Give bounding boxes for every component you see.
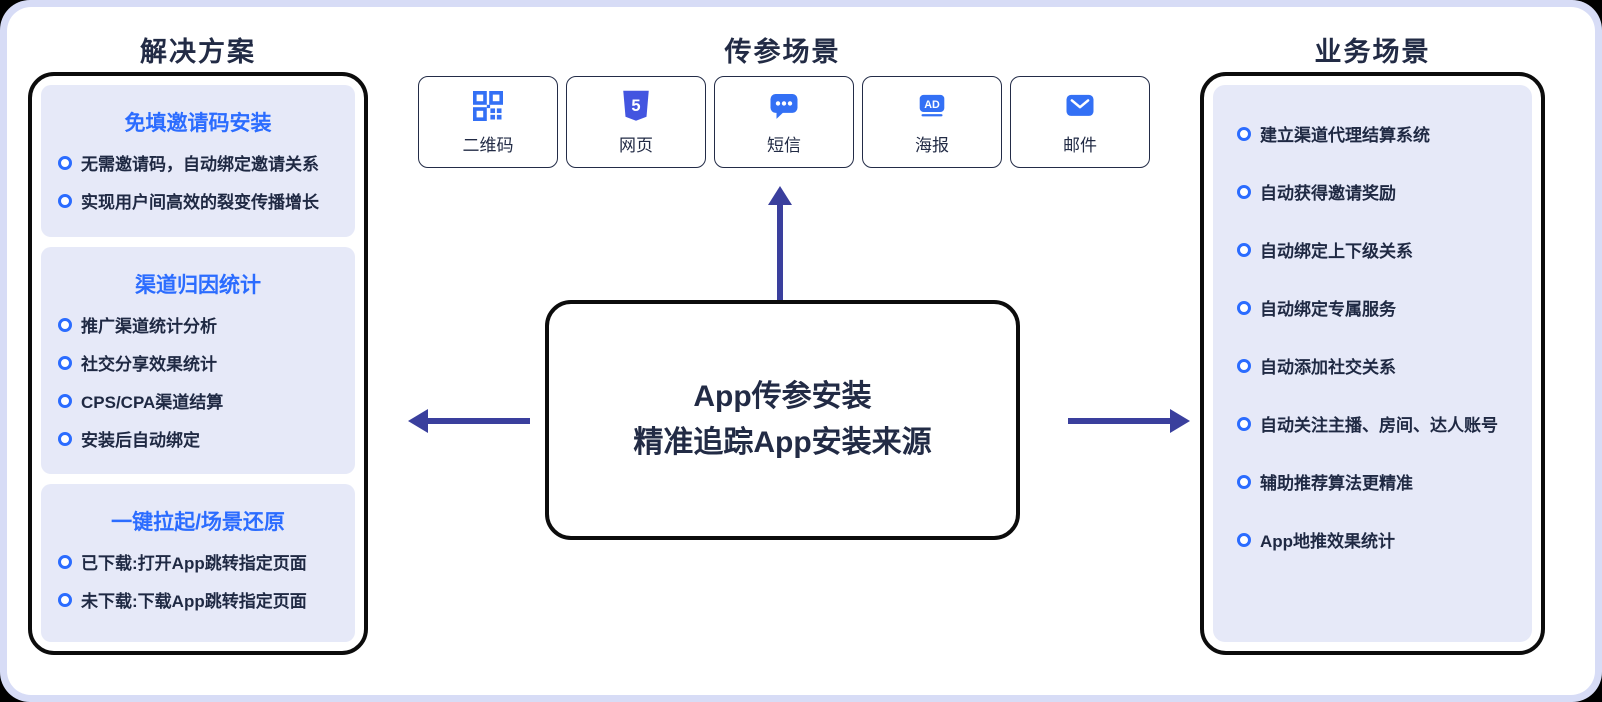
solutions-panel: 免填邀请码安装 无需邀请码，自动绑定邀请关系 实现用户间高效的裂变传播增长 渠道… xyxy=(28,72,368,655)
right-arrow-head xyxy=(1170,409,1190,433)
list-item-text: 无需邀请码，自动绑定邀请关系 xyxy=(81,155,319,174)
list-item-text: 辅助推荐算法更精准 xyxy=(1260,474,1413,493)
html5-glyph: 5 xyxy=(631,97,640,115)
list-item: 未下载:下载App跳转指定页面 xyxy=(54,587,342,612)
html5-icon: 5 xyxy=(623,90,649,121)
bullet-icon xyxy=(58,431,72,446)
qr-code-icon xyxy=(473,91,504,122)
list-item-text: 自动添加社交关系 xyxy=(1260,358,1396,377)
list-item-text: App地推效果统计 xyxy=(1260,532,1396,551)
channel-webpage: 5 网页 xyxy=(566,76,706,168)
business-panel: 建立渠道代理结算系统 自动获得邀请奖励 自动绑定上下级关系 自动绑定专属服务 自… xyxy=(1200,72,1545,655)
list-item-text: 自动绑定专属服务 xyxy=(1260,300,1396,319)
list-item: 自动获得邀请奖励 xyxy=(1233,179,1514,204)
bullet-icon xyxy=(1237,474,1251,489)
bullet-icon xyxy=(58,393,72,408)
channel-label: 海报 xyxy=(915,136,949,155)
list-item: CPS/CPA渠道结算 xyxy=(54,388,342,413)
bullet-icon xyxy=(1237,416,1251,431)
up-arrow xyxy=(768,186,792,300)
list-item: 自动添加社交关系 xyxy=(1233,353,1514,378)
list-item: 无需邀请码，自动绑定邀请关系 xyxy=(54,150,342,175)
channel-qrcode: 二维码 xyxy=(418,76,558,168)
solutions-title: 解决方案 xyxy=(140,37,256,67)
group-title: 渠道归因统计 xyxy=(135,274,261,297)
up-arrow-stem xyxy=(777,205,783,300)
list-item-text: 实现用户间高效的裂变传播增长 xyxy=(81,193,319,212)
bullet-icon xyxy=(1237,184,1251,199)
list-item-text: 自动关注主播、房间、达人账号 xyxy=(1260,416,1498,435)
solution-group-invite-free: 免填邀请码安装 无需邀请码，自动绑定邀请关系 实现用户间高效的裂变传播增长 xyxy=(41,85,355,237)
channel-row: 二维码 5 网页 短信 AD 海报 xyxy=(418,76,1150,168)
list-item-text: 推广渠道统计分析 xyxy=(81,317,217,336)
list-item: 辅助推荐算法更精准 xyxy=(1233,469,1514,494)
right-arrow-stem xyxy=(1068,418,1170,424)
channel-mail: 邮件 xyxy=(1010,76,1150,168)
list-item: 自动绑定专属服务 xyxy=(1233,295,1514,320)
list-item-text: 建立渠道代理结算系统 xyxy=(1260,126,1430,145)
ad-poster-icon: AD xyxy=(919,94,945,117)
bullet-icon xyxy=(58,317,72,332)
bullet-icon xyxy=(58,554,72,569)
business-title: 业务场景 xyxy=(1314,37,1431,67)
business-list: 建立渠道代理结算系统 自动获得邀请奖励 自动绑定上下级关系 自动绑定专属服务 自… xyxy=(1213,85,1532,642)
core-title-line1: App传参安装 xyxy=(693,379,872,413)
ad-badge-text: AD xyxy=(924,99,940,111)
left-arrow-stem xyxy=(428,418,530,424)
list-item-text: 自动绑定上下级关系 xyxy=(1260,242,1413,261)
list-item-text: CPS/CPA渠道结算 xyxy=(81,393,224,412)
left-arrow-head xyxy=(408,409,428,433)
list-item: 实现用户间高效的裂变传播增长 xyxy=(54,188,342,213)
channel-label: 二维码 xyxy=(462,136,514,155)
channels-title: 传参场景 xyxy=(724,37,841,67)
list-item: App地推效果统计 xyxy=(1233,527,1514,552)
list-item: 建立渠道代理结算系统 xyxy=(1233,121,1514,146)
channel-poster: AD 海报 xyxy=(862,76,1002,168)
core-title-line2: 精准追踪App安装来源 xyxy=(633,426,932,459)
bullet-icon xyxy=(58,193,72,208)
solution-group-attribution: 渠道归因统计 推广渠道统计分析 社交分享效果统计 CPS/CPA渠道结算 安装后… xyxy=(41,247,355,474)
bullet-icon xyxy=(1237,300,1251,315)
left-arrow xyxy=(408,409,530,433)
list-item: 自动关注主播、房间、达人账号 xyxy=(1233,411,1514,436)
list-item: 安装后自动绑定 xyxy=(54,426,342,451)
list-item-text: 自动获得邀请奖励 xyxy=(1260,184,1396,203)
list-item-text: 已下载:打开App跳转指定页面 xyxy=(81,554,307,573)
channel-label: 短信 xyxy=(767,136,801,155)
bullet-icon xyxy=(1237,242,1251,257)
list-item-text: 未下载:下载App跳转指定页面 xyxy=(81,592,307,611)
group-title: 一键拉起/场景还原 xyxy=(111,511,285,534)
mail-icon xyxy=(1066,94,1094,116)
group-title: 免填邀请码安装 xyxy=(124,112,272,135)
bullet-icon xyxy=(58,355,72,370)
list-item: 自动绑定上下级关系 xyxy=(1233,237,1514,262)
solution-group-deeplink: 一键拉起/场景还原 已下载:打开App跳转指定页面 未下载:下载App跳转指定页… xyxy=(41,484,355,642)
bullet-icon xyxy=(1237,532,1251,547)
channel-label: 邮件 xyxy=(1063,136,1097,155)
list-item-text: 社交分享效果统计 xyxy=(81,355,217,374)
channel-label: 网页 xyxy=(619,136,653,155)
bullet-icon xyxy=(1237,358,1251,373)
up-arrow-head xyxy=(768,186,792,205)
list-item-text: 安装后自动绑定 xyxy=(81,431,200,450)
bullet-icon xyxy=(58,592,72,607)
list-item: 社交分享效果统计 xyxy=(54,350,342,375)
core-box: App传参安装 精准追踪App安装来源 xyxy=(545,300,1020,540)
bullet-icon xyxy=(58,155,72,170)
list-item: 已下载:打开App跳转指定页面 xyxy=(54,549,342,574)
bullet-icon xyxy=(1237,126,1251,141)
right-arrow xyxy=(1068,409,1190,433)
sms-bubble-icon xyxy=(770,94,798,119)
channel-sms: 短信 xyxy=(714,76,854,168)
list-item: 推广渠道统计分析 xyxy=(54,312,342,337)
